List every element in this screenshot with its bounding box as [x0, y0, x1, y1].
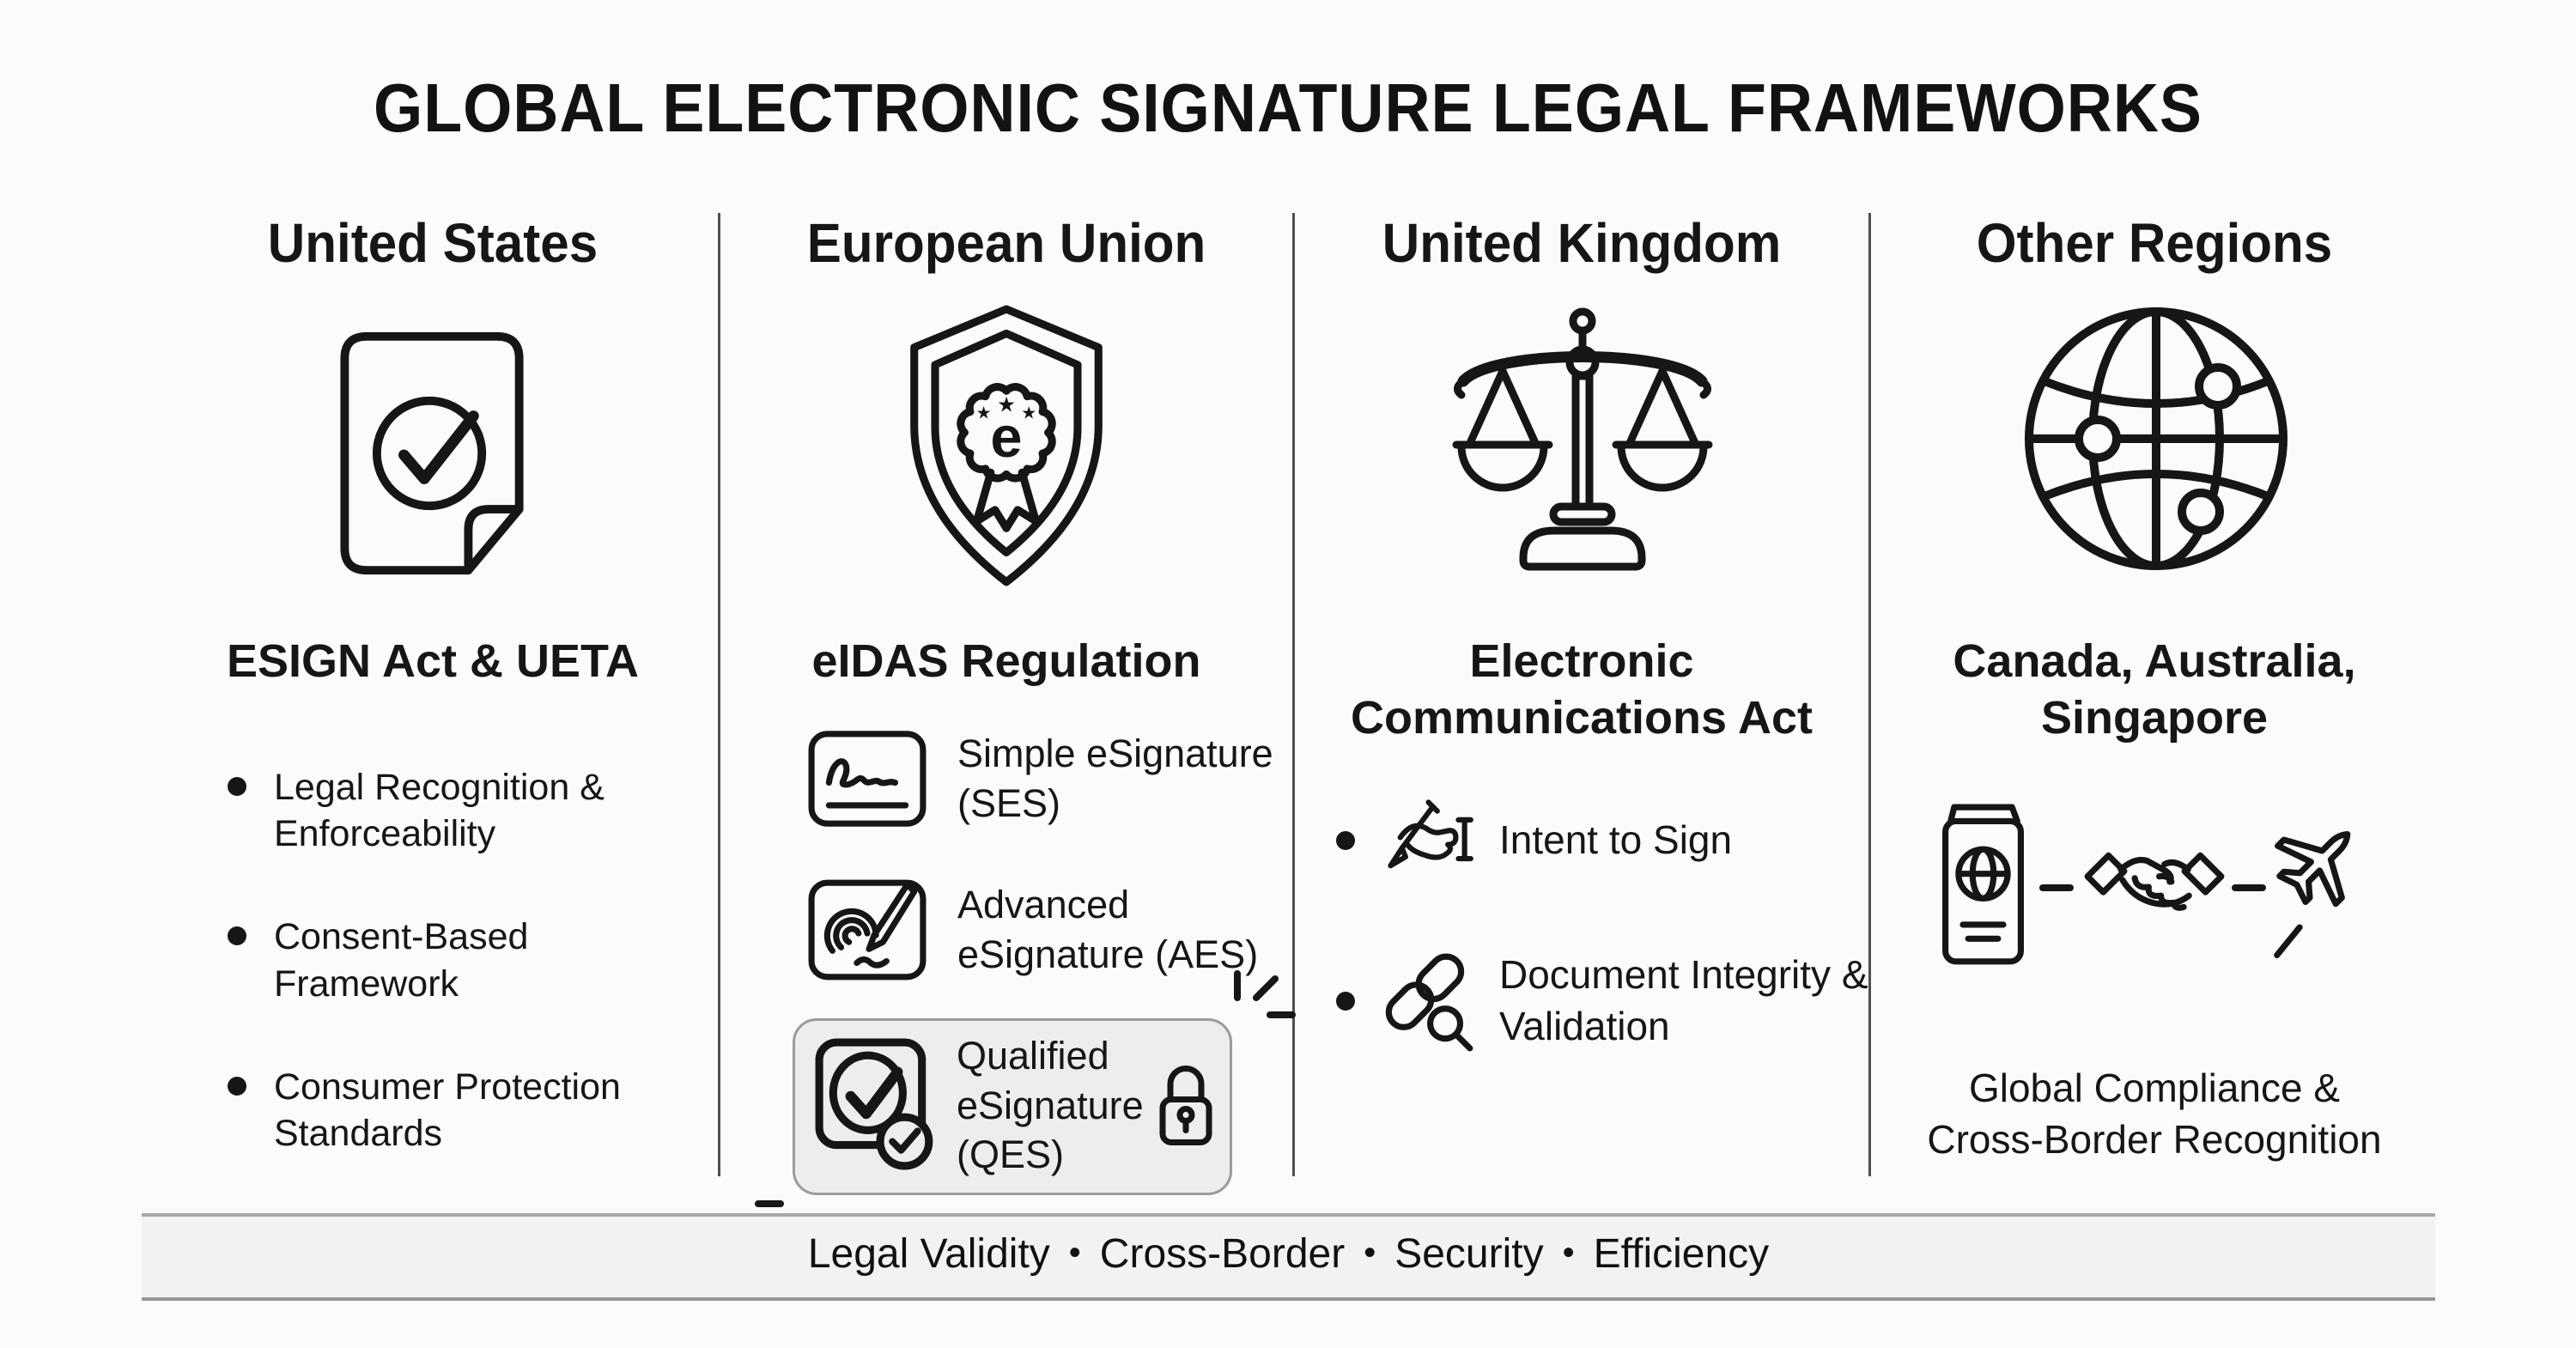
column-other-regions: Other Regions Canada, Australia, Singapo… — [1871, 206, 2438, 1271]
eidas-badge-shield-icon: ★ ★ ★ e — [910, 305, 1103, 586]
document-check-icon — [340, 331, 524, 575]
airplane-icon — [2274, 831, 2351, 959]
esignature-level-aes: Advanced eSignature (AES) — [806, 877, 1275, 982]
column-divider — [1292, 213, 1295, 1176]
list-item: Legal Recognition & Enforceability — [228, 764, 702, 857]
hand-signing-icon — [1388, 799, 1473, 869]
handshake-icon — [2084, 852, 2225, 911]
approved-checkbox-icon — [815, 1038, 933, 1170]
star-icon: ★ — [997, 394, 1016, 417]
star-icon: ★ — [976, 404, 992, 423]
column-divider — [1868, 213, 1871, 1176]
bullet-text: Legal Recognition & Enforceability — [274, 767, 605, 855]
list-item: Consent-Based Framework — [228, 914, 702, 1006]
uk-bullet-label: Document Integrity & Validation — [1499, 952, 1868, 1048]
bullet-dot — [228, 1076, 246, 1096]
uk-bullet-intent: Intent to Sign — [1336, 798, 1732, 883]
us-bullet-list: Legal Recognition & Enforceability Conse… — [228, 764, 702, 1213]
uk-bullet-integrity: Document Integrity & Validation — [1336, 950, 1868, 1053]
uk-bullet-label: Intent to Sign — [1499, 817, 1733, 863]
passport-icon — [1942, 804, 2024, 965]
bullet-dot — [1336, 831, 1355, 850]
bullet-separator: • — [1068, 1234, 1081, 1272]
other-regions-caption: Global Compliance & Cross-Border Recogni… — [1927, 1066, 2382, 1162]
signature-icon — [808, 731, 927, 827]
column-subtitle: Electronic Communications Act — [1350, 635, 1814, 744]
esignature-level-label: Simple eSignature (SES) — [957, 731, 1273, 826]
list-item: Consumer Protection Standards — [228, 1064, 702, 1157]
bullet-separator: • — [1364, 1234, 1376, 1272]
bullet-dot — [228, 777, 246, 796]
column-subtitle: Canada, Australia, Singapore — [1953, 635, 2356, 744]
bullet-dot — [1336, 991, 1355, 1011]
column-subtitle: eIDAS Regulation — [811, 635, 1201, 687]
badge-letter: e — [990, 406, 1022, 470]
emphasis-burst-icon — [1234, 970, 1296, 1018]
connector-dash — [2232, 884, 2266, 891]
column-header: United Kingdom — [1382, 212, 1782, 274]
column-header: United States — [267, 212, 598, 274]
benefit-item: Security — [1394, 1231, 1544, 1277]
benefit-item: Cross-Border — [1099, 1231, 1346, 1277]
benefits-bar: Legal Validity • Cross-Border • Security • Eff… — [142, 1213, 2435, 1301]
column-subtitle: ESIGN Act & UETA — [226, 635, 640, 687]
esignature-level-label: Qualified eSignature (QES) — [957, 1034, 1144, 1177]
benefit-item: Efficiency — [1593, 1231, 1770, 1277]
column-header: Other Regions — [1976, 212, 2333, 274]
column-united-kingdom: United Kingdom Electronic Communications… — [1295, 206, 1868, 1271]
bullet-text: Consumer Protection Standards — [274, 1066, 621, 1154]
bullet-separator: • — [1562, 1234, 1575, 1272]
padlock-icon — [1159, 1066, 1212, 1145]
chain-link-magnifier-icon — [1385, 953, 1473, 1052]
esignature-level-label: Advanced eSignature (AES) — [957, 882, 1259, 977]
column-european-union: European Union ★ ★ ★ e eIDAS Regulation … — [720, 206, 1296, 1271]
globe-network-icon — [2025, 307, 2287, 570]
star-icon: ★ — [1021, 404, 1036, 423]
qes-highlight-box: Qualified eSignature (QES) — [793, 1018, 1232, 1195]
bullet-text: Consent-Based Framework — [274, 916, 529, 1005]
page-title: GLOBAL ELECTRONIC SIGNATURE LEGAL FRAMEW… — [374, 70, 2202, 146]
scales-of-justice-icon — [1452, 307, 1713, 571]
column-header: European Union — [806, 212, 1206, 274]
connector-dash — [2039, 884, 2074, 891]
bullet-dot — [228, 926, 246, 946]
column-united-states: United States ESIGN Act & UETA Legal Rec… — [146, 206, 720, 1271]
benefit-item: Legal Validity — [807, 1231, 1050, 1277]
esignature-level-ses: Simple eSignature (SES) — [806, 728, 1275, 829]
column-divider — [718, 213, 720, 1176]
fingerprint-pen-icon — [808, 879, 927, 981]
